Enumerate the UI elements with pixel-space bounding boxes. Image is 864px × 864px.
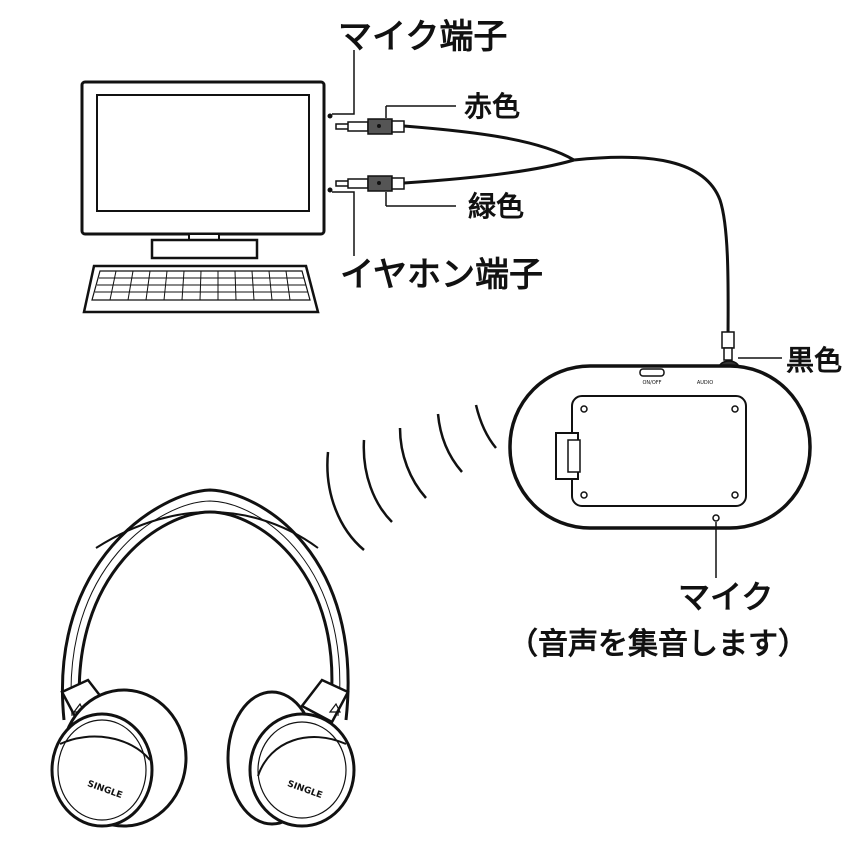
green-plug: [335, 175, 405, 192]
keyboard: [82, 264, 320, 314]
transmitter-base: ON/OFF AUDIO: [508, 364, 812, 530]
wireless-waves: [326, 404, 497, 551]
earphone-jack-port: [327, 187, 333, 193]
mic-label: マイク: [678, 578, 773, 616]
callout-lines: [332, 50, 782, 578]
red-plug: [335, 118, 405, 135]
headphones: SINGLE SINGLE: [50, 488, 356, 828]
left-ear-cup: SINGLE: [50, 688, 188, 828]
computer: [80, 80, 333, 314]
mic-note-label: （音声を集音します）: [508, 627, 808, 662]
mic-jack-port: [327, 113, 333, 119]
audio-mark: AUDIO: [697, 380, 713, 386]
labels: マイク端子 赤色 緑色 イヤホン端子 黒色 マイク （音声を集音します）: [338, 17, 842, 662]
mic-hole: [712, 514, 720, 522]
monitor: [80, 80, 333, 260]
audio-cable: [335, 118, 740, 376]
mic-jack-label: マイク端子: [338, 17, 507, 57]
black-label: 黒色: [786, 344, 842, 377]
switch-mark: ON/OFF: [642, 380, 661, 386]
red-label: 赤色: [464, 90, 520, 123]
right-ear-cup: SINGLE: [226, 690, 356, 828]
green-label: 緑色: [468, 190, 524, 223]
earphone-jack-label: イヤホン端子: [340, 255, 543, 295]
